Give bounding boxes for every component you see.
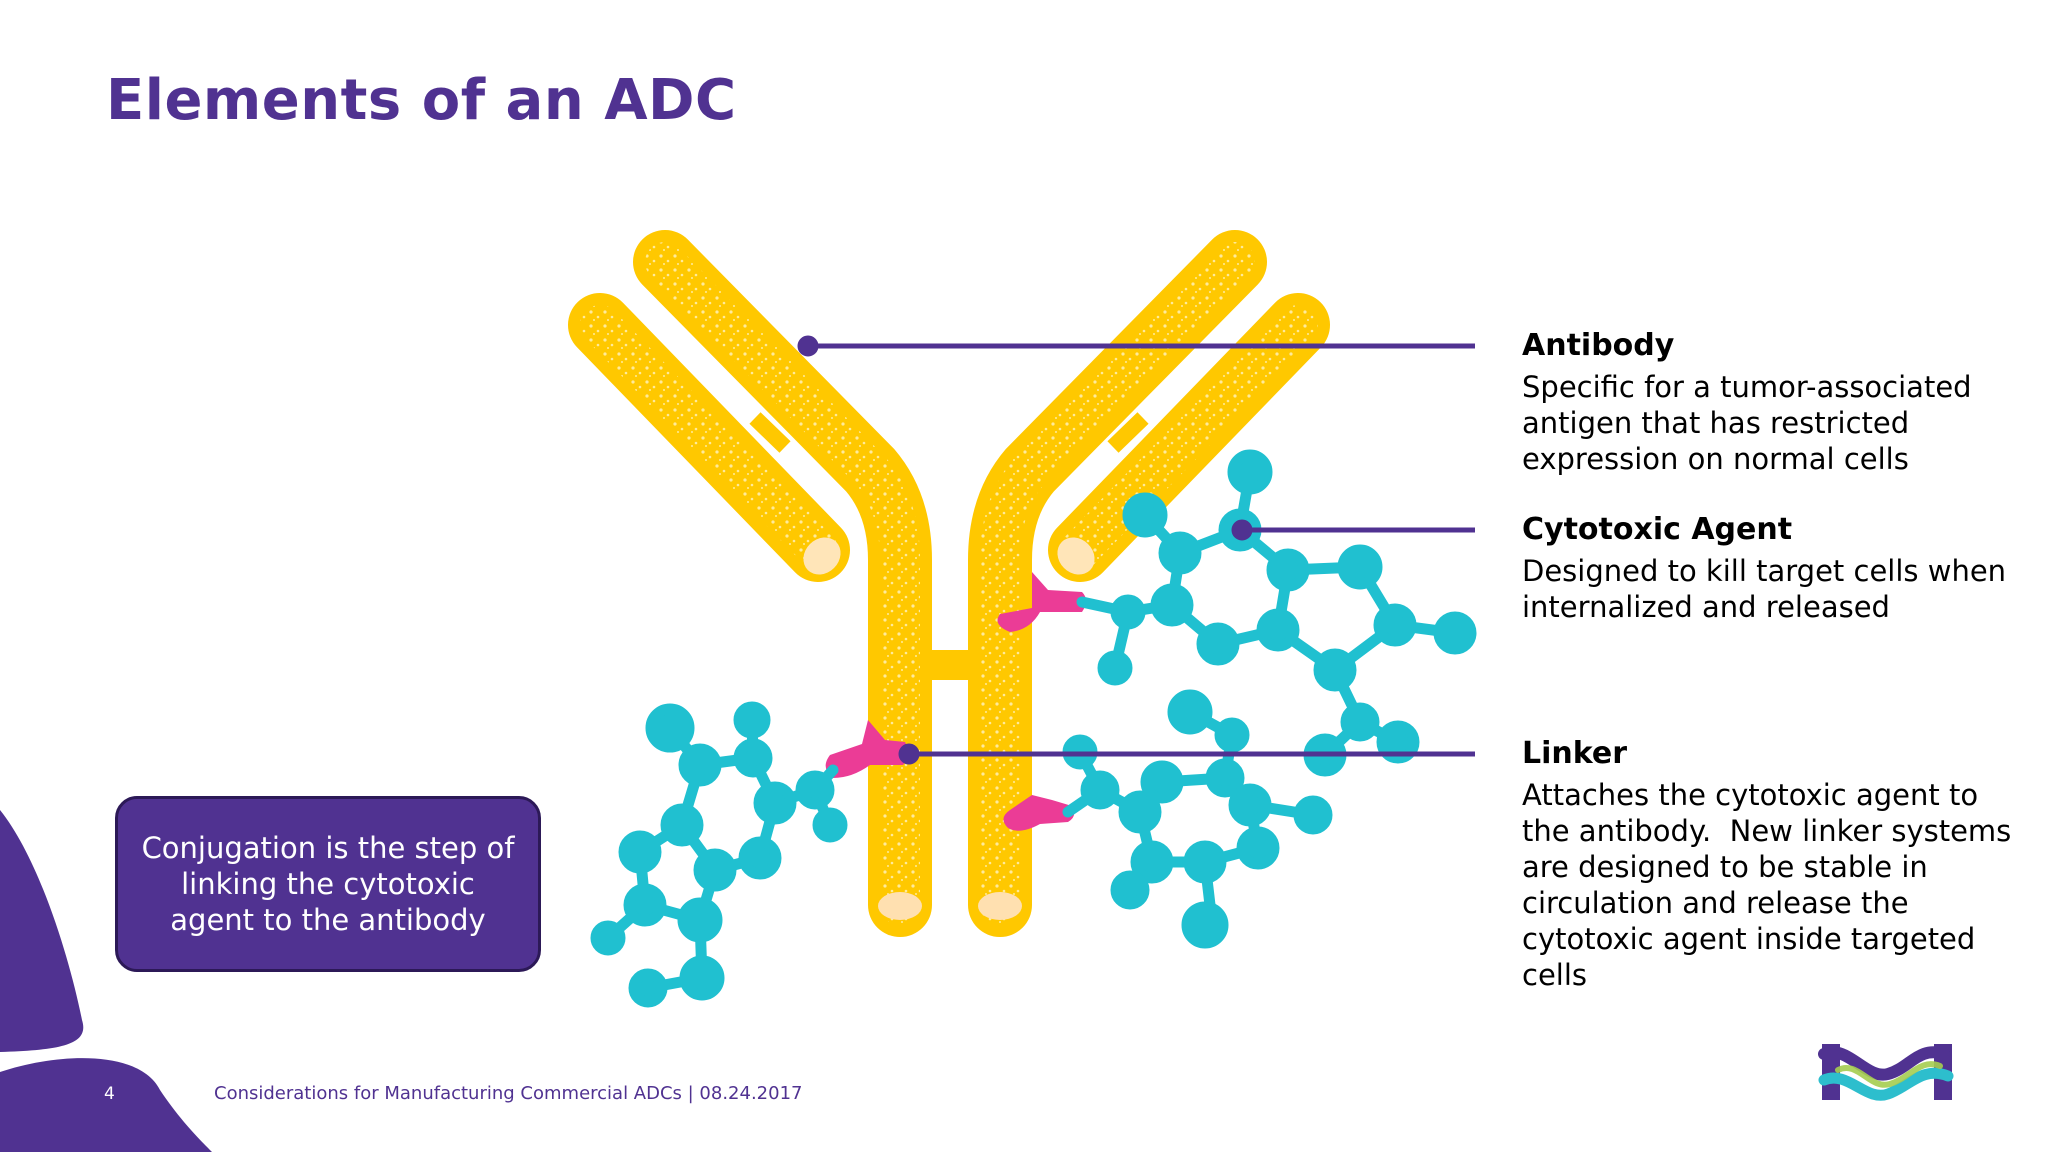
cytotoxic-agent-lower xyxy=(1062,689,1333,949)
label-linker: Linker Attaches the cytotoxic agent to t… xyxy=(1522,736,2042,993)
slide-title: Elements of an ADC xyxy=(106,68,737,133)
conjugation-callout-text: Conjugation is the step of linking the c… xyxy=(141,831,515,937)
linker-upper-right xyxy=(997,572,1086,632)
label-cytotoxic-agent-body: Designed to kill target cells when inter… xyxy=(1522,554,2007,624)
linker-lower-right xyxy=(1003,795,1075,831)
leader-dot-linker xyxy=(898,743,920,765)
decor-shape-bottom xyxy=(0,1058,212,1152)
footer-text: Considerations for Manufacturing Commerc… xyxy=(214,1083,803,1104)
label-linker-heading: Linker xyxy=(1522,736,1628,771)
decor-shape-left xyxy=(0,810,84,1052)
antibody xyxy=(568,230,1330,937)
label-cytotoxic-agent-heading: Cytotoxic Agent xyxy=(1522,512,1793,547)
company-logo-icon xyxy=(1818,1044,1954,1101)
label-cytotoxic-agent: Cytotoxic Agent Designed to kill target … xyxy=(1522,512,2042,625)
leader-dot-antibody xyxy=(797,335,819,357)
cytotoxic-agent-upper xyxy=(1076,449,1477,777)
label-antibody-heading: Antibody xyxy=(1522,328,1675,363)
linker-left xyxy=(825,720,909,778)
label-linker-body: Attaches the cytotoxic agent to the anti… xyxy=(1522,778,2021,992)
leader-lines xyxy=(797,335,1475,765)
label-antibody: Antibody Specific for a tumor-associated… xyxy=(1522,328,2042,477)
label-antibody-body: Specific for a tumor-associated antigen … xyxy=(1522,370,1972,476)
linkers xyxy=(825,572,1086,831)
leader-dot-cytotoxic-agent xyxy=(1231,519,1253,541)
page-number: 4 xyxy=(104,1084,115,1104)
cytotoxic-agent-left xyxy=(590,701,848,1008)
conjugation-callout: Conjugation is the step of linking the c… xyxy=(115,796,541,972)
